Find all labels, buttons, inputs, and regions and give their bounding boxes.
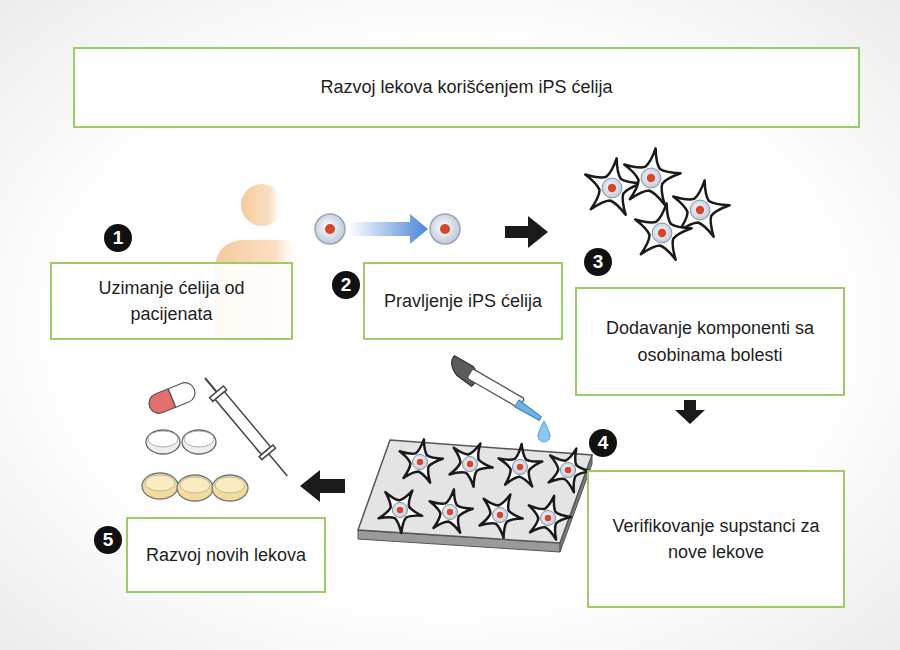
callout-number: 2 (332, 271, 360, 299)
step-text: Dodavanje komponenti sa osobinama bolest… (589, 315, 831, 367)
step-text: Verifikovanje supstanci za nove lekove (601, 513, 831, 565)
star-cell (400, 439, 443, 482)
star-cell (480, 495, 523, 538)
title: Razvoj lekova korišćenjem iPS ćelija (320, 74, 612, 100)
step-box: Razvoj novih lekova (126, 517, 326, 593)
black-arrow (300, 470, 345, 502)
step-box: Dodavanje komponenti sa osobinama bolest… (575, 287, 845, 396)
step-text: Razvoj novih lekova (146, 542, 306, 568)
star-cell (450, 444, 493, 487)
plate-cells (379, 439, 591, 539)
cell-cluster (585, 148, 729, 259)
step-box: Verifikovanje supstanci za nove lekove (587, 470, 845, 608)
callout-number: 1 (104, 224, 132, 252)
step-text: Pravljenje iPS ćelija (384, 288, 542, 314)
callout-number: 3 (584, 248, 612, 276)
star-cell (549, 449, 591, 493)
pipette (445, 356, 550, 442)
star-cell (379, 491, 423, 533)
star-cell (499, 444, 543, 486)
star-cell (529, 496, 571, 540)
black-arrow (505, 216, 548, 248)
step-box: Pravljenje iPS ćelija (363, 262, 563, 340)
callout-number: 5 (94, 526, 122, 554)
callout-number: 4 (589, 429, 617, 457)
medicines (142, 372, 294, 501)
title-box: Razvoj lekova korišćenjem iPS ćelija (73, 47, 860, 128)
black-arrow (675, 400, 705, 424)
blue-arrow (348, 214, 428, 244)
star-cell (430, 489, 473, 532)
cell (315, 214, 460, 244)
culture-plate (358, 440, 592, 552)
step-box: Uzimanje ćelija od pacijenata (50, 262, 293, 340)
step-text: Uzimanje ćelija od pacijenata (64, 275, 279, 327)
star-cell (635, 203, 691, 259)
